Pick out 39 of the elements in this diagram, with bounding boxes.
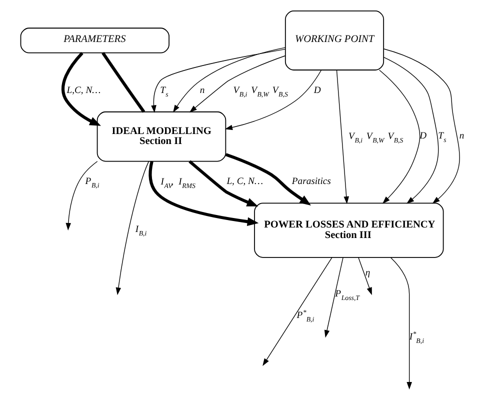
arrow — [358, 257, 372, 296]
edge-label: P$_{Loss,T}$ — [334, 288, 359, 302]
edge-label: D — [313, 84, 320, 96]
arrow — [382, 48, 460, 204]
edge-label: I$_{AV}$, I$_{RMS}$ — [160, 176, 195, 190]
edge-label: n — [458, 130, 464, 142]
edge-label: T$_{s}$ — [160, 84, 168, 98]
arrow — [115, 161, 149, 296]
edge-label: D — [419, 130, 426, 142]
node-box: POWER LOSSES AND EFFICIENCY Section III — [254, 202, 444, 258]
arrow — [390, 257, 412, 390]
arrow — [150, 48, 286, 113]
arrow — [65, 161, 98, 231]
arrow — [148, 161, 258, 226]
arrow — [224, 70, 322, 130]
node-box: PARAMETERS — [20, 28, 169, 54]
arrow — [336, 70, 349, 204]
arrow — [172, 47, 286, 113]
node-box: IDEAL MODELLING Section II — [96, 111, 226, 162]
node-box: WORKING POINT — [284, 10, 384, 70]
edge-label: V$_{B,i}$ V$_{B,W}$ V$_{B,S}$ — [232, 85, 288, 99]
arrow — [382, 56, 438, 204]
edge-label: T$_{s}$ — [438, 130, 446, 144]
edge-label: n — [199, 84, 204, 96]
arrow — [60, 52, 100, 126]
edge-label: L,C, N… — [66, 84, 100, 96]
edge-label: η — [364, 267, 370, 278]
arrow — [262, 257, 332, 366]
edge-label: P$_{B,i}$ — [84, 176, 99, 190]
edge-label: Parasitics — [291, 176, 330, 188]
edge-label: L, C, N… — [226, 176, 263, 188]
edge-label: V$_{B,i}$ V$_{B,W}$ V$_{B,S}$ — [348, 130, 403, 144]
arrow — [188, 160, 258, 206]
arrow — [324, 257, 343, 338]
arrow — [188, 55, 286, 113]
arrow — [224, 153, 310, 206]
edge-label: I$_{B,i}$ — [134, 224, 146, 238]
connector — [101, 52, 145, 113]
arrow — [378, 70, 420, 204]
